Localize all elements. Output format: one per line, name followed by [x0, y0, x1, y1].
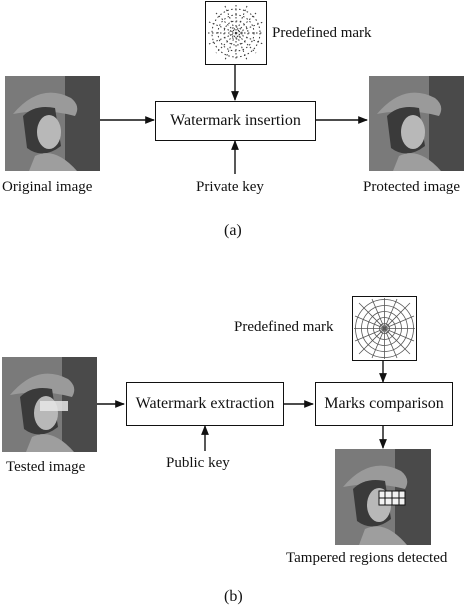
protected-image	[369, 76, 464, 171]
watermark-insertion-box: Watermark insertion	[155, 101, 316, 141]
predefined-mark-label-b: Predefined mark	[234, 319, 334, 335]
tampered-regions-label: Tampered regions detected	[286, 550, 448, 566]
tampered-regions-image	[335, 449, 431, 545]
predefined-mark-label-a: Predefined mark	[272, 25, 372, 41]
predefined-mark-thumbnail-b	[352, 296, 417, 361]
tested-image-label: Tested image	[6, 459, 86, 475]
tampered-region-marker	[378, 490, 406, 506]
original-image	[5, 76, 100, 171]
protected-image-label: Protected image	[363, 179, 461, 195]
public-key-label: Public key	[166, 455, 230, 471]
private-key-label: Private key	[196, 179, 264, 195]
caption-a: (a)	[224, 222, 242, 239]
original-image-label: Original image	[2, 179, 93, 195]
watermark-extraction-box: Watermark extraction	[126, 382, 284, 426]
tested-image	[2, 357, 97, 452]
caption-b: (b)	[224, 588, 243, 605]
predefined-mark-thumbnail-a	[205, 1, 267, 65]
marks-comparison-box: Marks comparison	[315, 382, 453, 426]
